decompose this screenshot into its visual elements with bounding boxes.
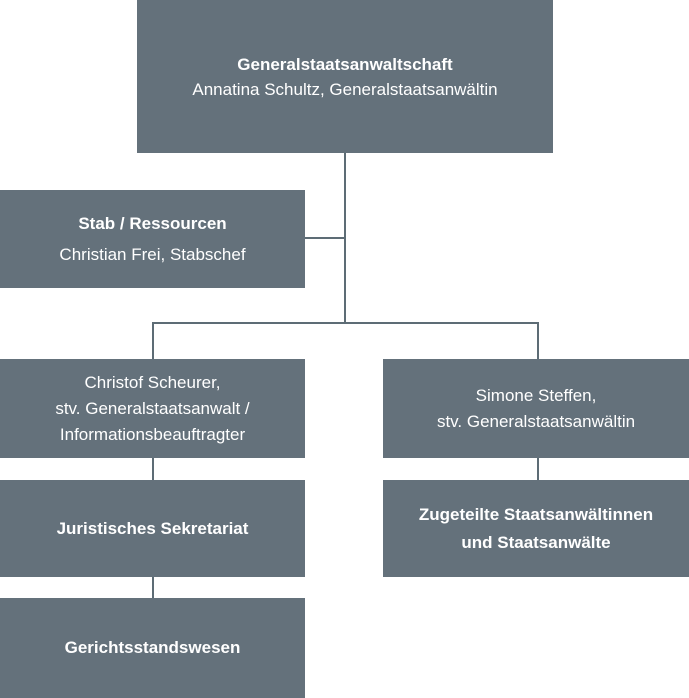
node-stab-ressourcen: Stab / Ressourcen Christian Frei, Stabsc… [0, 190, 305, 288]
node-generalstaatsanwaltschaft: Generalstaatsanwaltschaft Annatina Schul… [137, 0, 553, 153]
connector-right-branch-mid [537, 458, 539, 480]
connector-right-branch-upper [537, 323, 539, 359]
node-subtitle: Christian Frei, Stabschef [59, 244, 246, 264]
connector-left-branch-mid [152, 458, 154, 480]
node-simone-steffen: Simone Steffen, stv. Generalstaatsanwält… [383, 359, 689, 458]
node-line: Simone Steffen, [475, 385, 597, 405]
node-line: Informationsbeauftragter [59, 424, 246, 444]
node-title: Generalstaatsanwaltschaft [237, 54, 453, 74]
connector-stab-horizontal [303, 237, 346, 239]
node-line: und Staatsanwälte [461, 532, 611, 552]
node-zugeteilte-staatsanwaelte: Zugeteilte Staatsanwältinnen und Staatsa… [383, 480, 689, 577]
node-christof-scheurer: Christof Scheurer, stv. Generalstaatsanw… [0, 359, 305, 458]
node-line: stv. Generalstaatsanwalt / [55, 398, 250, 418]
node-line: stv. Generalstaatsanwältin [436, 411, 636, 431]
node-title: Juristisches Sekretariat [56, 518, 249, 538]
node-gerichtsstandswesen: Gerichtsstandswesen [0, 598, 305, 698]
connector-left-branch-lower [152, 577, 154, 598]
node-title: Gerichtsstandswesen [64, 638, 241, 657]
node-title: Stab / Ressourcen [78, 213, 227, 233]
connector-branch-horizontal [152, 322, 539, 324]
connector-left-branch-upper [152, 323, 154, 359]
node-juristisches-sekretariat: Juristisches Sekretariat [0, 480, 305, 577]
node-subtitle: Annatina Schultz, Generalstaatsanwältin [192, 79, 498, 99]
node-line: Christof Scheurer, [84, 372, 221, 392]
node-line: Zugeteilte Staatsanwältinnen [418, 504, 654, 524]
